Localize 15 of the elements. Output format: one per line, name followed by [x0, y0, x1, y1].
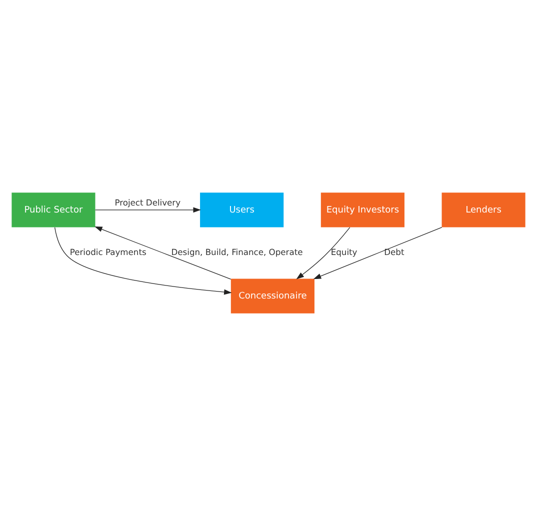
edge-label: Periodic Payments	[70, 246, 146, 257]
edge-label: Debt	[384, 246, 404, 257]
arrow	[296, 226, 350, 279]
arrow	[94, 206, 201, 212]
node-box: Equity Investors	[320, 192, 404, 227]
node-box: Users	[200, 192, 284, 227]
node-box: Concessionaire	[230, 278, 314, 313]
edge-label: Equity	[330, 246, 358, 257]
edge-label: Design, Build, Finance, Operate	[171, 246, 303, 257]
arrow	[54, 226, 232, 294]
node-box: Lenders	[442, 192, 526, 227]
arrow	[94, 226, 232, 280]
edge-label: Project Delivery	[114, 197, 181, 208]
node-box: Public Sector	[12, 192, 96, 227]
arrow	[313, 226, 442, 279]
